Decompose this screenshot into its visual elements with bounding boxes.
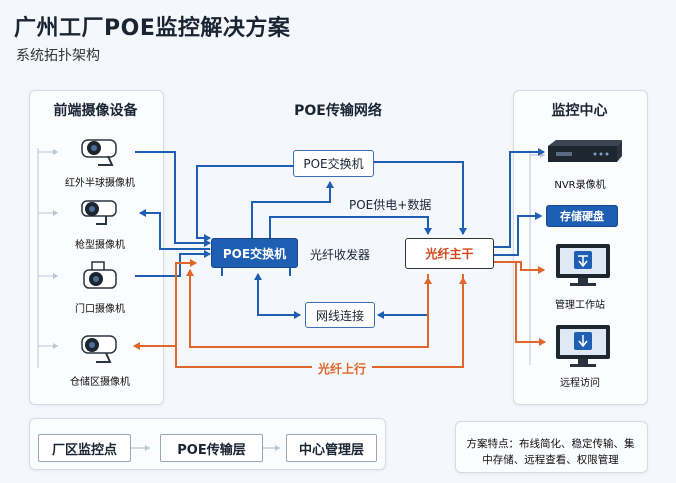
link-switch-down-to-cable — [257, 274, 301, 319]
warehouse-camera-icon — [81, 335, 117, 363]
poe-power-data-label: POE供电+数据 — [349, 198, 432, 212]
features-note-line1: 方案特点：布线简化、稳定传输、集 — [466, 438, 635, 450]
link-top-switch-to-trunk — [374, 161, 467, 235]
legend-factory-points: 厂区监控点 — [38, 434, 131, 462]
front-camera-panel-title: 前端摄像设备 — [53, 103, 138, 119]
fiber-trunk-to-remote — [515, 262, 546, 346]
fiber-transceiver-label: 光纤收发器 — [310, 248, 371, 262]
poe-switch-top-node[interactable]: POE交换机 — [293, 150, 374, 177]
workstation-label: 管理工作站 — [555, 300, 605, 311]
link-switch-to-trunk-poe — [269, 216, 432, 238]
workstation-monitor-icon — [556, 244, 610, 286]
camera-label-bullet: 枪型摄像机 — [75, 240, 125, 251]
legend-poe-layer: POE传输层 — [160, 434, 263, 462]
fiber-trunk-node[interactable]: 光纤主干 — [405, 238, 494, 269]
cable-connect-node[interactable]: 网线连接 — [305, 302, 375, 328]
link-switch-to-bullet — [139, 209, 210, 250]
link-trunk-to-nvr — [494, 148, 545, 248]
camera-label-door: 门口摄像机 — [75, 304, 125, 315]
storage-disk-node[interactable]: 存储硬盘 — [546, 205, 618, 227]
page-title: 广州工厂POE监控解决方案 — [14, 16, 291, 41]
page-subtitle: 系统拓扑架构 — [16, 48, 100, 64]
bullet-camera-icon — [81, 200, 117, 225]
link-door-to-switch — [135, 250, 211, 277]
link-trunk-to-storage — [494, 212, 542, 256]
monitoring-center-panel-title: 监控中心 — [551, 103, 608, 119]
camera-label-dome: 红外半球摄像机 — [65, 178, 135, 189]
legend-center-layer: 中心管理层 — [286, 434, 377, 462]
nvr-label: NVR录像机 — [554, 180, 606, 191]
remote-monitor-icon — [556, 325, 610, 367]
features-note-panel — [455, 421, 648, 473]
camera-label-warehouse: 仓储区摄像机 — [70, 377, 130, 388]
poe-switch-main-node[interactable]: POE交换机 — [211, 238, 298, 268]
link-trunk-to-cable — [377, 274, 429, 319]
camera-guide-lines — [37, 148, 58, 368]
fiber-uplink-loop — [175, 259, 464, 368]
fiber-trunk-to-workstation — [494, 261, 545, 274]
poe-network-title: POE传输网络 — [294, 103, 382, 119]
features-note-line2: 中存储、远程查看、权限管理 — [482, 454, 619, 466]
fiber-trunk-to-switch — [186, 269, 429, 348]
door-camera-icon — [83, 261, 117, 289]
fiber-uplink-label: 光纤上行 — [312, 360, 373, 377]
link-dome-to-switch — [135, 151, 211, 247]
dome-camera-icon — [81, 139, 117, 166]
remote-access-label: 远程访问 — [560, 378, 600, 389]
link-switch-up-to-top — [251, 181, 334, 238]
link-top-switch-left — [196, 165, 293, 242]
nvr-recorder-icon — [548, 140, 622, 162]
